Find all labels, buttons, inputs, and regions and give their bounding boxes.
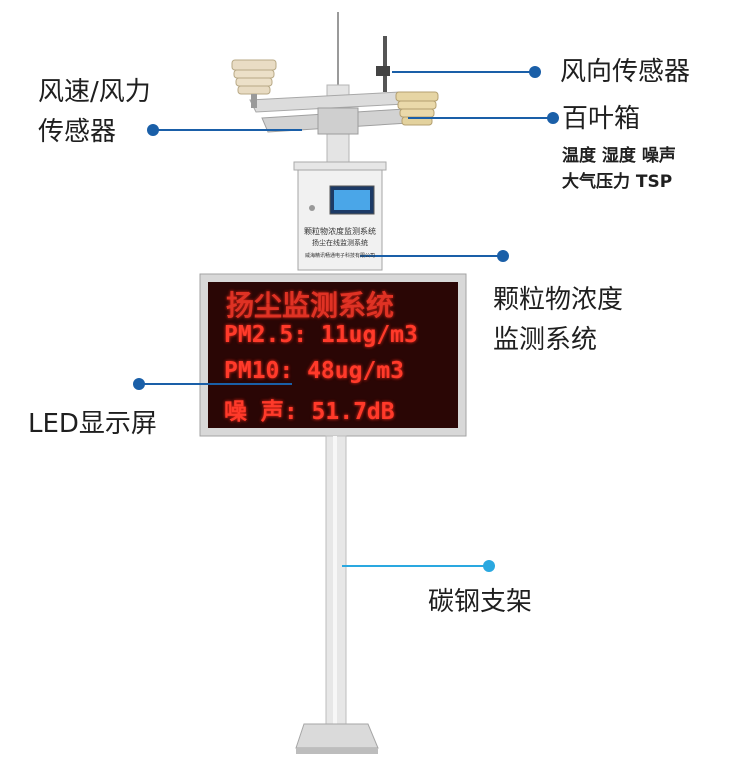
label-particle-line2: 监测系统: [493, 325, 598, 355]
arm-bracket: [317, 107, 359, 135]
led-panel: [208, 282, 458, 428]
led-row-pm10: PM10: 48ug/m3: [224, 358, 405, 384]
callout-dot-louver: [547, 112, 559, 124]
base-plate-front: [296, 748, 378, 754]
label-pole: 碳钢支架: [428, 587, 533, 617]
pole-highlight: [333, 436, 337, 726]
callout-dot-particle: [497, 250, 509, 262]
wind-vane: [376, 36, 390, 92]
callout-dot-wind-speed: [147, 124, 159, 136]
callout-dot-pole: [483, 560, 495, 572]
control-box-line2: 扬尘在线监测系统: [312, 239, 368, 247]
label-wind-direction: 风向传感器: [560, 57, 691, 87]
label-louver-params-line1: 温度 湿度 噪声: [562, 146, 676, 166]
led-row-pm25: PM2.5: 11ug/m3: [224, 322, 418, 348]
led-title: 扬尘监测系统: [226, 289, 395, 322]
label-wind-speed-line2: 传感器: [38, 117, 117, 147]
led-row-noise: 噪 声: 51.7dB: [224, 399, 395, 425]
label-particle-line1: 颗粒物浓度: [493, 285, 624, 315]
callout-dot-led: [133, 378, 145, 390]
control-box-line3: 威海精讯畅通电子科技有限公司: [304, 253, 375, 259]
right-louver-box: [395, 91, 439, 126]
left-louver-box: [231, 59, 277, 108]
label-louver-params-line2: 大气压力 TSP: [562, 172, 673, 192]
base-plate: [295, 723, 379, 749]
label-led-screen: LED显示屏: [28, 409, 157, 439]
control-box-line1: 颗粒物浓度监测系统: [304, 227, 376, 236]
callout-dot-wind-direction: [529, 66, 541, 78]
label-wind-speed-line1: 风速/风力: [38, 77, 151, 107]
label-louver-box: 百叶箱: [562, 104, 641, 134]
control-box: [293, 161, 387, 271]
